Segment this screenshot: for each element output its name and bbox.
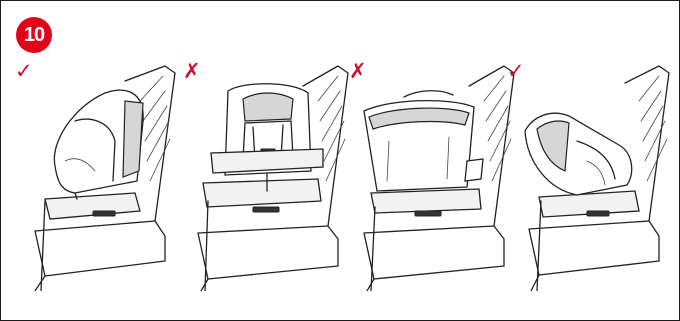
panel-rear-facing-reclined: ✓ (15, 61, 185, 291)
cross-mark-icon: ✗ (183, 59, 201, 83)
panel-rear-view: ✗ (349, 61, 519, 291)
check-mark-icon: ✓ (507, 59, 525, 83)
cross-mark-icon: ✗ (349, 59, 367, 83)
panel-forward-reclined: ✓ (507, 61, 677, 291)
car-seat-illustration (363, 65, 515, 291)
car-seat-illustration (34, 65, 176, 291)
step-number-badge: 10 (16, 17, 52, 53)
panel-front-facing: ✗ (183, 61, 353, 291)
car-seat-illustration (524, 65, 670, 291)
car-seat-illustration (197, 65, 349, 291)
check-mark-icon: ✓ (15, 59, 33, 83)
